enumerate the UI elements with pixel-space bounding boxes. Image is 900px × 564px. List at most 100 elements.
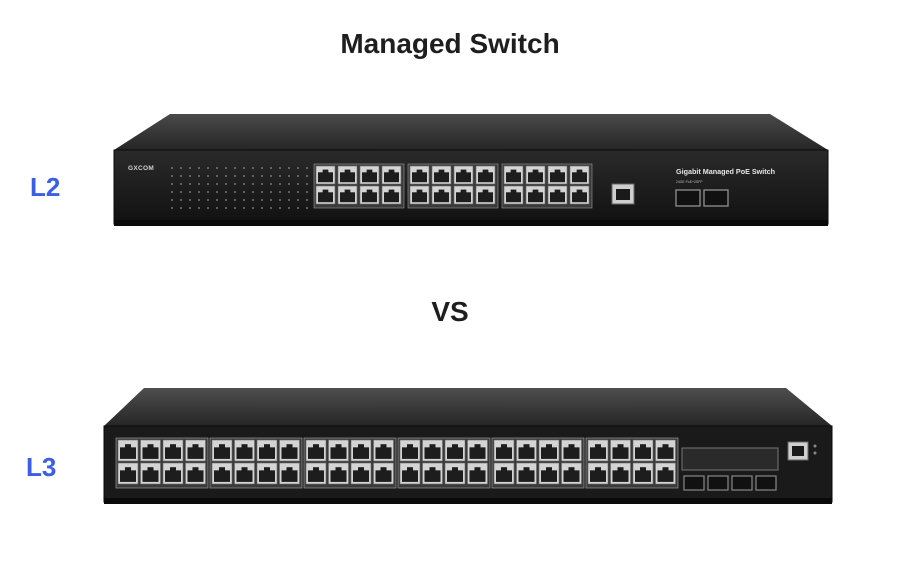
ethernet-port (409, 165, 430, 185)
led-indicator (288, 183, 290, 185)
switch-l2-image: GXCOM Gigabit Managed PoE Switch 24GE Po… (113, 114, 829, 226)
led-indicator (180, 199, 182, 201)
ethernet-port (350, 462, 372, 485)
ethernet-port (569, 165, 590, 185)
ethernet-port (610, 439, 631, 462)
led-indicator (171, 191, 173, 193)
led-indicator (198, 175, 200, 177)
ethernet-port (587, 439, 609, 462)
ethernet-port (587, 462, 609, 485)
led-indicator (189, 191, 191, 193)
led-indicator (234, 183, 236, 185)
page-title: Managed Switch (340, 28, 560, 59)
ethernet-port (315, 165, 336, 185)
ethernet-port (373, 462, 394, 485)
led-indicator (270, 199, 272, 201)
ethernet-port (516, 462, 537, 485)
led-indicator (189, 199, 191, 201)
ethernet-port (467, 439, 488, 462)
led-indicator (180, 175, 182, 177)
led-indicator (243, 175, 245, 177)
led-indicator (216, 207, 218, 209)
led-indicator (243, 183, 245, 185)
ethernet-port (211, 462, 233, 485)
ethernet-port (493, 462, 515, 485)
ethernet-port (561, 439, 582, 462)
ethernet-port (211, 439, 233, 462)
led-indicator (171, 175, 173, 177)
ethernet-port (547, 165, 568, 185)
sfp-port (683, 475, 705, 491)
led-indicator (234, 175, 236, 177)
ethernet-port (234, 439, 255, 462)
led-indicator (279, 199, 281, 201)
ethernet-port (234, 462, 255, 485)
led-indicator (234, 207, 236, 209)
led-indicator (252, 183, 254, 185)
switch-model: Gigabit Managed PoE Switch (676, 167, 775, 176)
led-indicator (180, 191, 182, 193)
led-indicator (306, 199, 308, 201)
ethernet-port (547, 185, 568, 205)
led-indicator (225, 175, 227, 177)
ethernet-port (162, 462, 184, 485)
led-indicator (243, 191, 245, 193)
ethernet-port (444, 462, 466, 485)
led-indicator (198, 183, 200, 185)
led-indicator (252, 175, 254, 177)
led-indicator (189, 175, 191, 177)
led-indicator (279, 191, 281, 193)
ethernet-port (453, 165, 474, 185)
ethernet-port (337, 185, 358, 205)
sfp-port (755, 475, 777, 491)
ethernet-port (328, 462, 349, 485)
led-indicator (171, 167, 173, 169)
led-indicator (207, 183, 209, 185)
ethernet-port (632, 439, 654, 462)
switch-brand: GXCOM (128, 165, 154, 172)
led-indicator (225, 191, 227, 193)
led-indicator (216, 191, 218, 193)
led-indicator (252, 199, 254, 201)
led-indicator (270, 167, 272, 169)
led-indicator (297, 175, 299, 177)
ethernet-port (409, 185, 430, 205)
led-indicator (225, 167, 227, 169)
led-indicator (279, 183, 281, 185)
led-indicator (252, 167, 254, 169)
led-indicator (216, 167, 218, 169)
led-indicator (207, 167, 209, 169)
ethernet-port (256, 462, 278, 485)
ethernet-port (453, 185, 474, 205)
led-indicator (225, 207, 227, 209)
led-indicator (261, 175, 263, 177)
led-indicator (171, 183, 173, 185)
led-indicator (252, 207, 254, 209)
led-indicator (297, 167, 299, 169)
led-indicator (261, 207, 263, 209)
led-indicator (261, 183, 263, 185)
ethernet-port (315, 185, 336, 205)
ethernet-port (350, 439, 372, 462)
ethernet-port (305, 462, 327, 485)
ethernet-port (422, 439, 443, 462)
ethernet-port (516, 439, 537, 462)
led-indicator (261, 199, 263, 201)
led-indicator (225, 199, 227, 201)
led-indicator (216, 199, 218, 201)
led-indicator (288, 191, 290, 193)
led-indicator (288, 167, 290, 169)
ethernet-port (569, 185, 590, 205)
led-indicator (243, 167, 245, 169)
led-indicator (216, 175, 218, 177)
led-indicator (306, 167, 308, 169)
led-indicator (279, 207, 281, 209)
led-indicator (288, 199, 290, 201)
led-indicator (198, 207, 200, 209)
led-indicator (180, 207, 182, 209)
ethernet-port (525, 185, 546, 205)
ethernet-port (399, 439, 421, 462)
vs-separator: VS (431, 296, 469, 327)
ethernet-port (399, 462, 421, 485)
ethernet-port (444, 439, 466, 462)
